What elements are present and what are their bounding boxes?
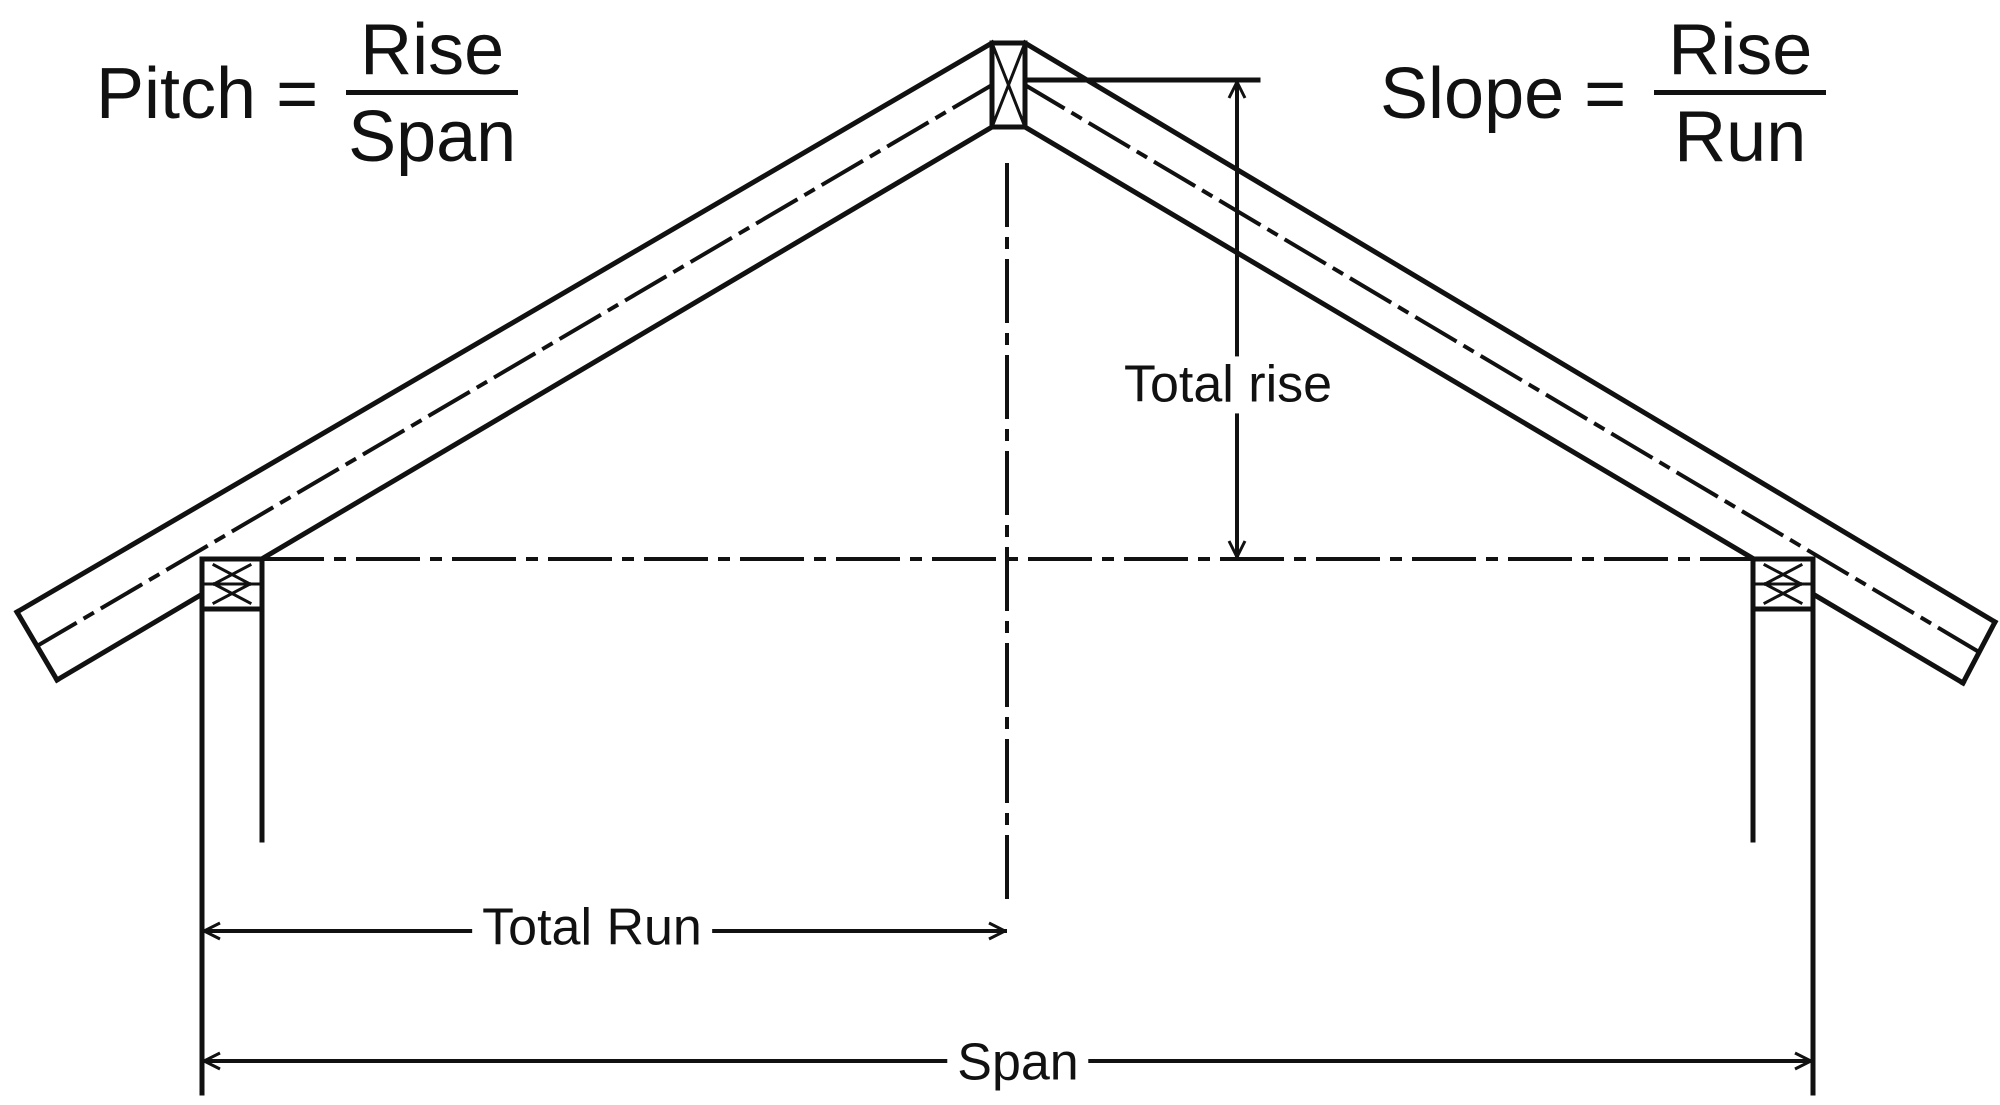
span-label: Span <box>947 1034 1089 1092</box>
total-rise-dimension <box>1022 77 1261 559</box>
pitch-formula-lhs: Pitch = <box>96 53 319 134</box>
slope-denominator: Run <box>1674 97 1807 177</box>
slope-fraction: Rise Run <box>1654 14 1827 177</box>
right-top-plate <box>1750 556 1816 612</box>
slope-formula-lhs: Slope = <box>1380 53 1627 134</box>
right-wall <box>1750 606 1816 1096</box>
left-rafter-centerline <box>34 82 995 649</box>
right-rafter-centerline <box>1022 82 1982 655</box>
slope-formula: Slope = Rise Run <box>1380 14 1827 177</box>
pitch-denominator: Span <box>348 97 517 177</box>
left-top-plate <box>199 556 265 612</box>
slope-numerator: Rise <box>1654 14 1827 95</box>
pitch-numerator: Rise <box>346 14 519 95</box>
total-rise-label: Total rise <box>1113 356 1343 414</box>
pitch-formula: Pitch = Rise Span <box>96 14 519 177</box>
total-run-label: Total Run <box>472 899 712 957</box>
pitch-fraction: Rise Span <box>346 14 519 177</box>
ridge-board <box>989 40 1028 130</box>
left-wall <box>199 606 265 1096</box>
